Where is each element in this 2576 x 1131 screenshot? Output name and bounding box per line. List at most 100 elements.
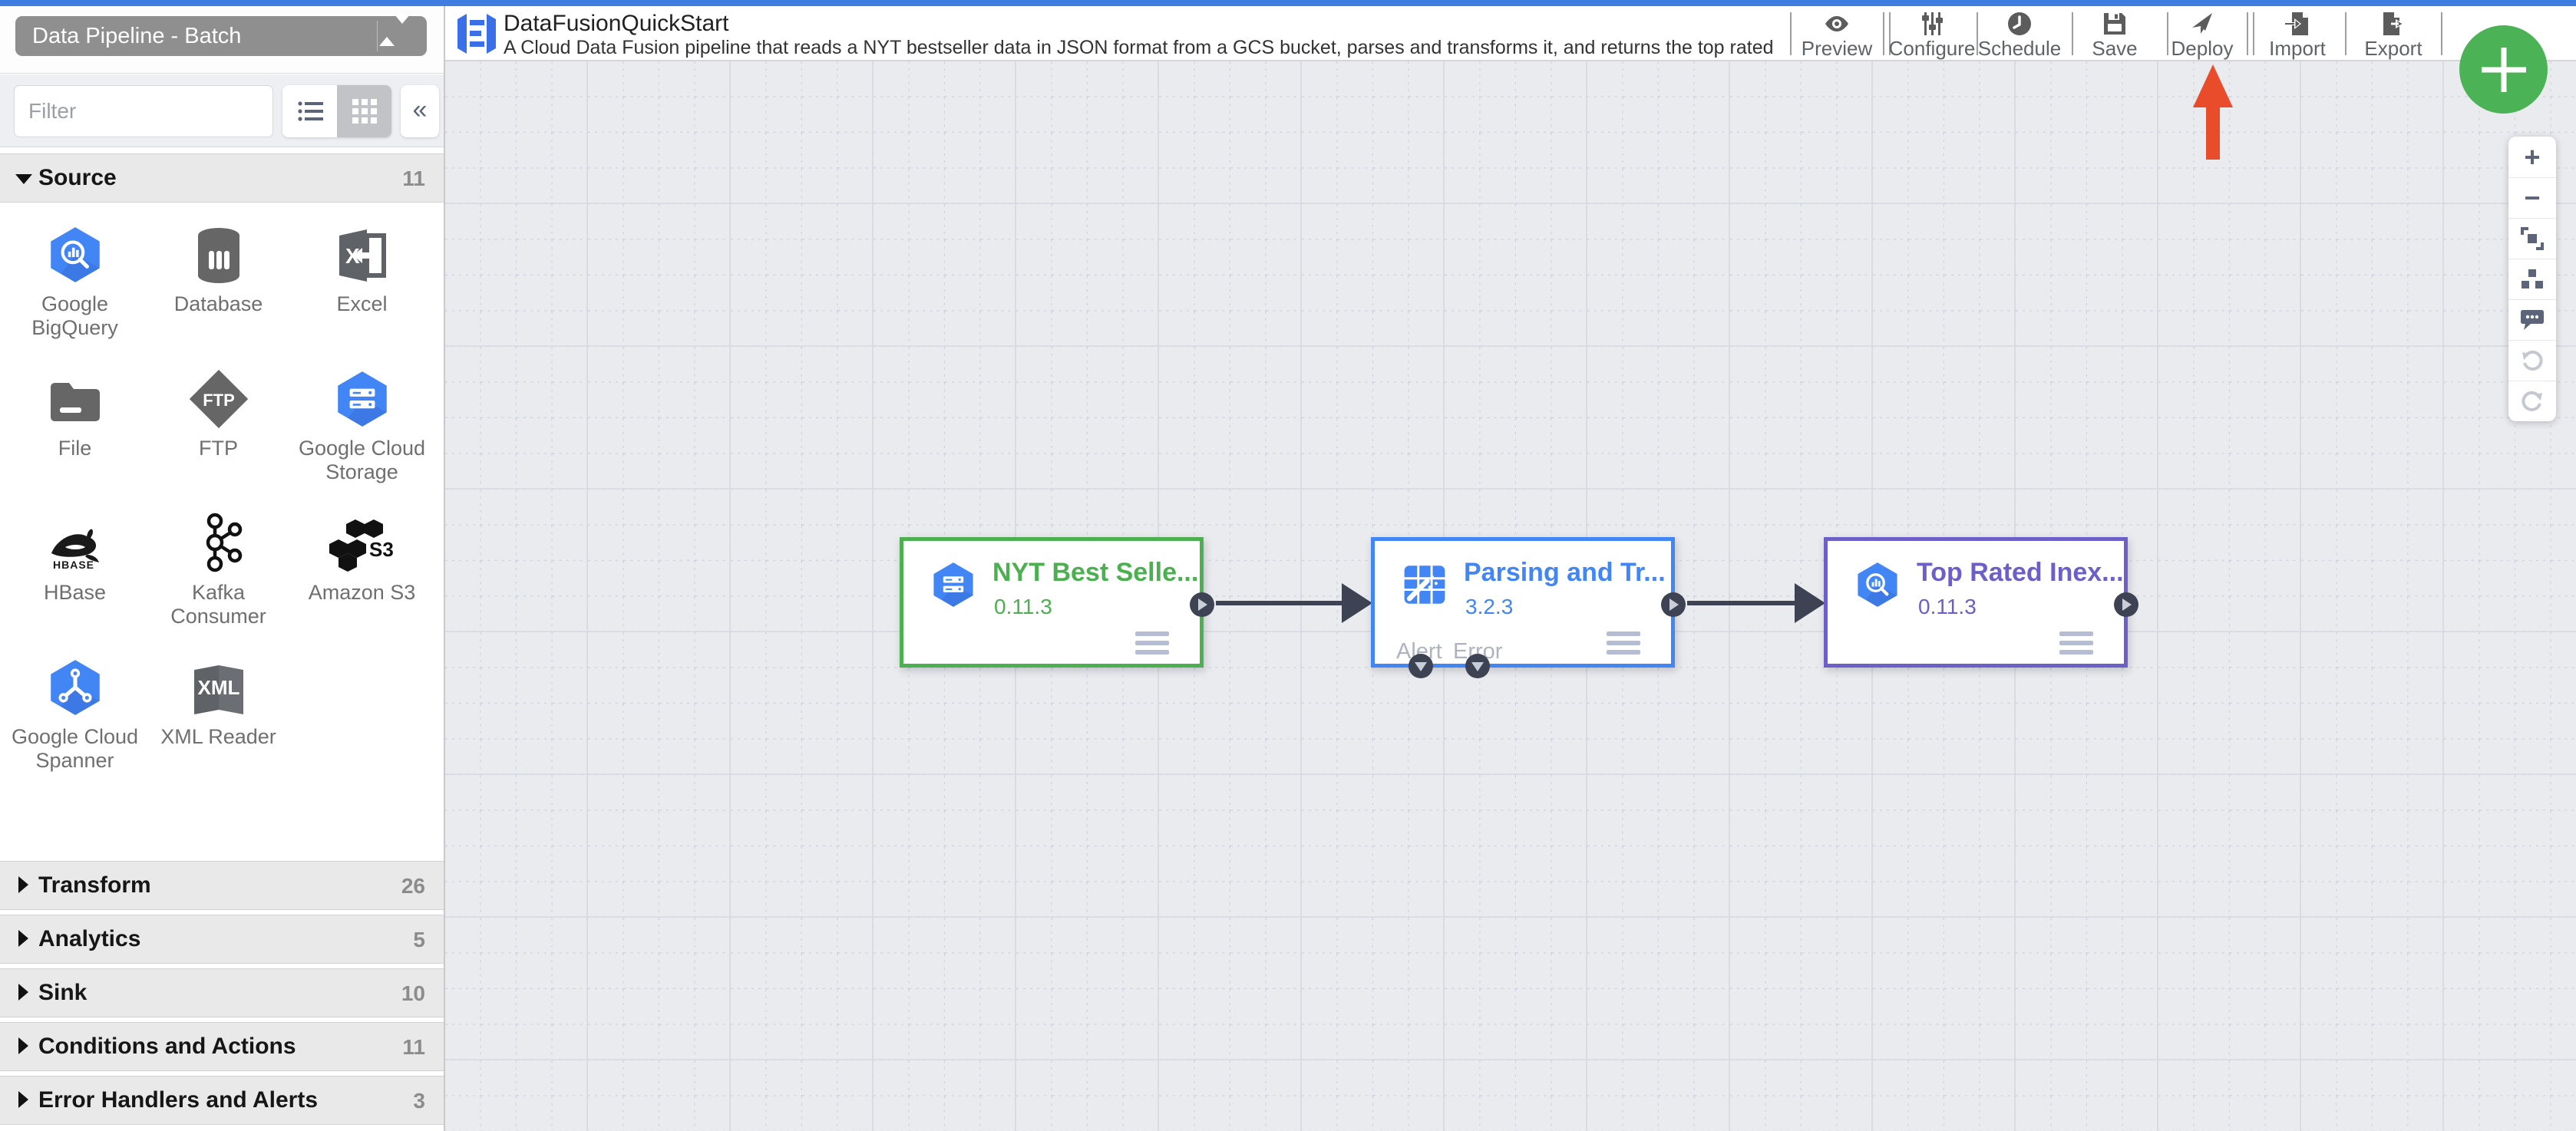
export-button[interactable]: Export	[2348, 6, 2439, 60]
import-button[interactable]: Import	[2252, 6, 2343, 60]
align-nodes-button[interactable]	[2508, 259, 2556, 299]
node-top-rated-sink[interactable]: Top Rated Inex... 0.11.3	[1824, 537, 2138, 668]
pipeline-header: DataFusionQuickStart A Cloud Data Fusion…	[445, 6, 2576, 61]
node-menu-button[interactable]	[2059, 631, 2093, 659]
schedule-button[interactable]: Schedule	[1974, 6, 2065, 60]
pipeline-canvas[interactable]: NYT Best Selle... 0.11.3 Parsing and Tr.…	[445, 61, 2576, 1131]
section-analytics[interactable]: Analytics 5	[0, 915, 444, 964]
align-nodes-icon	[2522, 269, 2543, 289]
plugin-xml-reader[interactable]: XML XML Reader	[147, 648, 290, 793]
section-count: 26	[401, 874, 425, 898]
divider	[1889, 12, 1891, 55]
spanner-icon	[50, 660, 100, 715]
section-source[interactable]: Source 11	[0, 153, 444, 203]
export-file-icon	[2383, 12, 2404, 35]
caret-right-icon	[18, 1091, 28, 1108]
svg-text:X: X	[345, 244, 360, 268]
section-count: 10	[401, 981, 425, 1005]
section-transform[interactable]: Transform 26	[0, 861, 444, 910]
section-count: 3	[413, 1089, 425, 1113]
svg-text:XML: XML	[197, 676, 239, 699]
node-version: 0.11.3	[1918, 595, 1977, 618]
undo-button[interactable]	[2508, 340, 2556, 381]
bigquery-icon	[1858, 562, 1897, 607]
eye-icon	[1825, 16, 1848, 31]
divider	[2345, 12, 2346, 55]
divider	[2441, 12, 2442, 55]
section-error-handlers-and-alerts[interactable]: Error Handlers and Alerts 3	[0, 1076, 444, 1125]
zoom-out-button[interactable]: −	[2508, 177, 2556, 218]
view-toggle-group	[282, 85, 391, 137]
node-title: Parsing and Tr...	[1464, 558, 1666, 587]
node-version: 0.11.3	[994, 595, 1052, 618]
plugin-database[interactable]: Database	[147, 216, 290, 360]
output-port[interactable]	[2114, 592, 2138, 617]
edge-arrowhead	[1795, 583, 1825, 623]
list-view-icon	[297, 101, 323, 121]
plugin-amazon-s3[interactable]: S3 Amazon S3	[290, 504, 434, 648]
divider	[2247, 12, 2248, 55]
section-count: 11	[402, 167, 425, 190]
comment-bubble-icon	[2521, 310, 2544, 330]
fit-to-screen-button[interactable]	[2508, 218, 2556, 259]
preview-button[interactable]: Preview	[1792, 6, 1882, 60]
zoom-in-button[interactable]: +	[2524, 140, 2541, 173]
plugin-filter-row: «	[0, 74, 444, 147]
section-count: 5	[413, 928, 425, 951]
list-view-button[interactable]	[282, 85, 337, 137]
floppy-disk-icon	[2104, 13, 2125, 35]
divider	[2253, 12, 2254, 55]
caret-right-icon	[18, 930, 28, 947]
canvas-control-stack: + −	[2508, 137, 2556, 421]
output-port[interactable]	[1190, 592, 1214, 617]
fit-to-screen-icon	[2521, 227, 2544, 250]
add-entity-fab-button[interactable]	[2459, 25, 2548, 114]
comment-button[interactable]	[2508, 299, 2556, 340]
node-title: Top Rated Inex...	[1917, 558, 2124, 587]
node-menu-button[interactable]	[1135, 631, 1169, 659]
gcs-icon	[933, 562, 973, 607]
pipeline-type-value: Data Pipeline - Batch	[32, 24, 242, 48]
divider	[1883, 12, 1884, 55]
plugin-file[interactable]: File	[3, 360, 147, 504]
plugin-google-bigquery[interactable]: Google BigQuery	[3, 216, 147, 360]
alert-port[interactable]	[1409, 654, 1433, 678]
deploy-button[interactable]: Deploy	[2157, 6, 2247, 60]
configure-button[interactable]: Configure	[1887, 6, 1977, 60]
caret-right-icon	[18, 876, 28, 893]
output-port[interactable]	[1661, 592, 1686, 617]
collapse-sidebar-button[interactable]: «	[401, 85, 439, 137]
svg-text:HBASE: HBASE	[53, 559, 94, 571]
plugin-excel[interactable]: X Excel	[290, 216, 434, 360]
grid-view-button[interactable]	[337, 85, 391, 137]
edge-wrangler-to-bigquery[interactable]	[1687, 583, 1825, 623]
node-menu-button[interactable]	[1607, 631, 1640, 659]
pipeline-type-row: Data Pipeline - Batch	[0, 6, 444, 74]
undo-icon	[2522, 350, 2543, 371]
plugin-sidebar: Data Pipeline - Batch	[0, 6, 445, 1131]
save-button[interactable]: Save	[2069, 6, 2160, 60]
data-fusion-logo-icon	[457, 14, 496, 54]
plugin-hbase[interactable]: HBASE HBase	[3, 504, 147, 648]
pipeline-type-dropdown[interactable]: Data Pipeline - Batch	[15, 15, 427, 56]
edge-gcs-to-wrangler[interactable]	[1216, 583, 1372, 623]
top-accent-bar	[0, 0, 2576, 6]
plugin-google-cloud-storage[interactable]: Google Cloud Storage	[290, 360, 434, 504]
section-sink[interactable]: Sink 10	[0, 968, 444, 1017]
node-nyt-best-sellers[interactable]: NYT Best Selle... 0.11.3	[900, 537, 1214, 668]
plugin-filter-input[interactable]	[14, 85, 273, 137]
clock-icon	[2008, 12, 2031, 35]
divider	[377, 21, 378, 51]
caret-right-icon	[18, 984, 28, 1001]
svg-text:S3: S3	[369, 538, 394, 561]
section-conditions-and-actions[interactable]: Conditions and Actions 11	[0, 1022, 444, 1071]
plugin-kafka-consumer[interactable]: Kafka Consumer	[147, 504, 290, 648]
node-version: 3.2.3	[1465, 595, 1514, 618]
node-parsing-and-transform[interactable]: Parsing and Tr... 3.2.3 Alert Error	[1371, 537, 1686, 678]
sliders-icon	[1922, 12, 1943, 35]
database-icon	[197, 228, 239, 283]
plugin-ftp[interactable]: FTP FTP	[147, 360, 290, 504]
redo-button[interactable]	[2508, 381, 2556, 421]
error-port[interactable]	[1465, 654, 1490, 678]
plugin-google-cloud-spanner[interactable]: Google Cloud Spanner	[3, 648, 147, 793]
